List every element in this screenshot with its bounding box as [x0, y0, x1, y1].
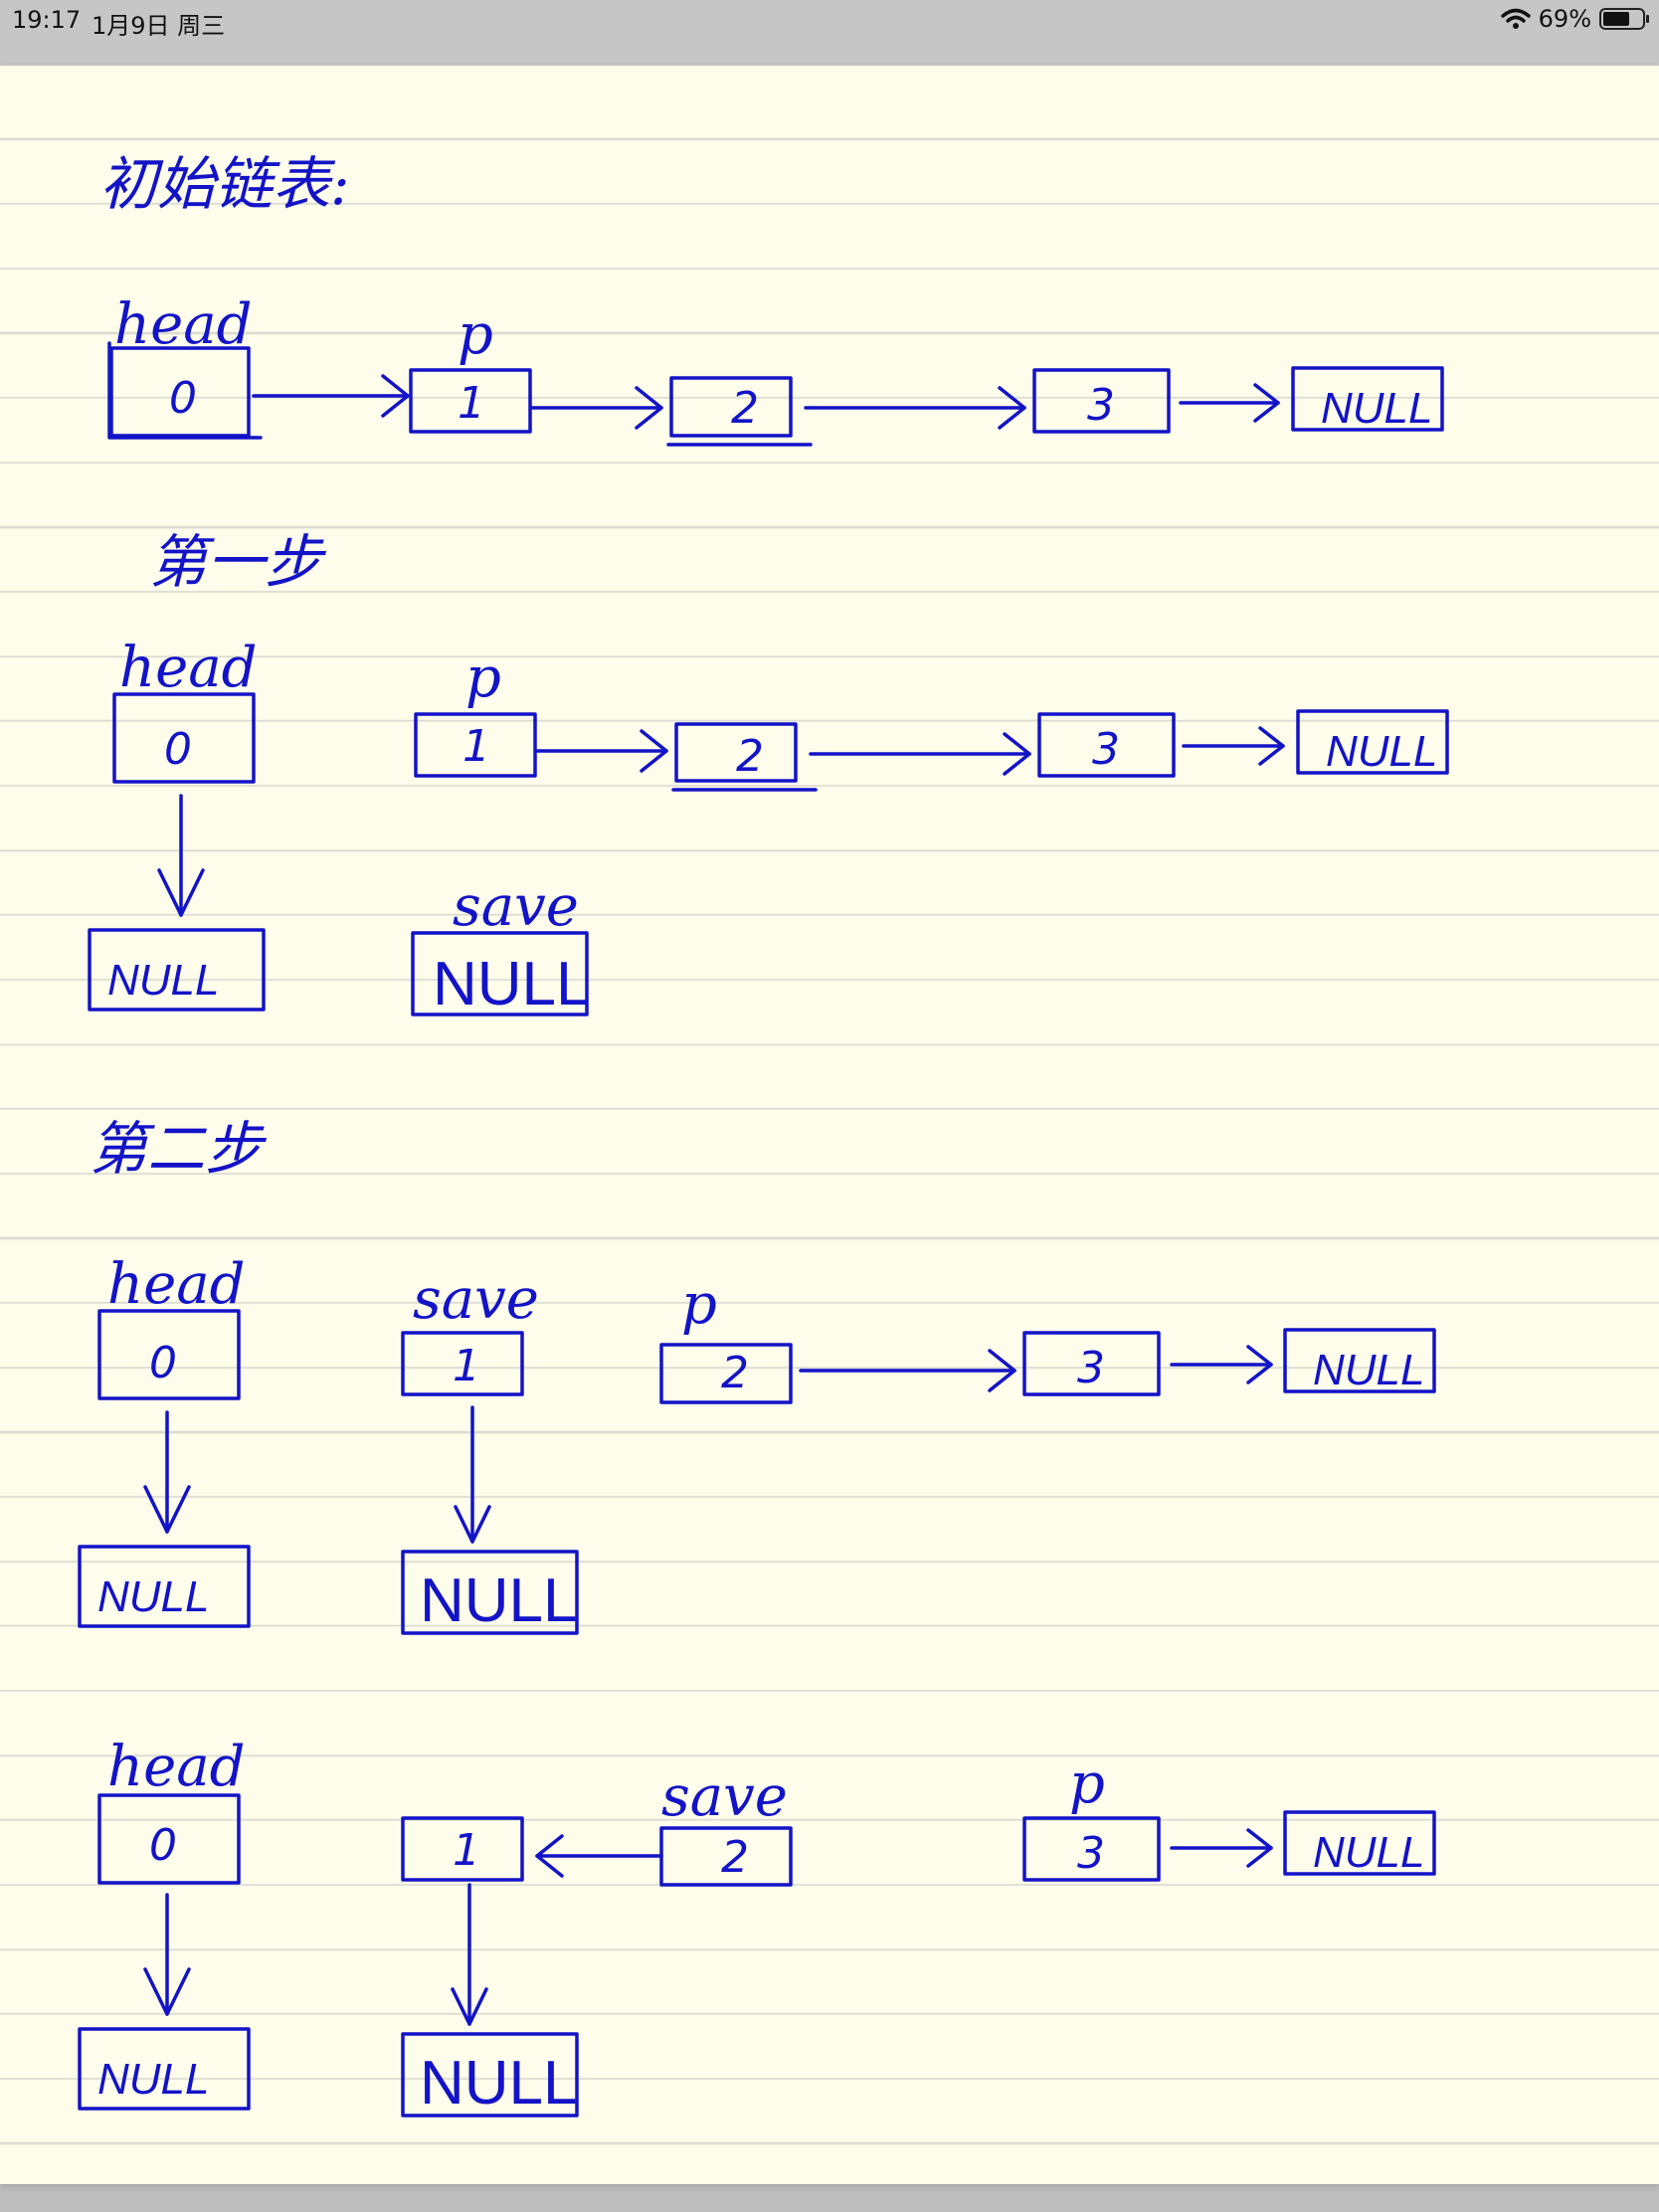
node-0-box	[107, 341, 263, 440]
arrow-head	[635, 386, 663, 430]
node-3-value: 3	[1087, 380, 1115, 431]
p-label: p	[681, 1272, 717, 1337]
arrow-head	[1258, 726, 1285, 766]
arrow-head	[1246, 1828, 1273, 1868]
node-2-value: 2	[721, 1832, 749, 1883]
save-label: save	[661, 1764, 788, 1829]
head-label: head	[114, 292, 252, 357]
null-box	[1291, 366, 1444, 432]
status-right: 69%	[1500, 4, 1649, 34]
null-text: NULL	[97, 1572, 210, 1621]
arrow-head	[451, 1987, 488, 2026]
node-2-value: 2	[736, 731, 764, 782]
node-3-value: 3	[1077, 1828, 1105, 1879]
battery-percent: 69%	[1538, 5, 1591, 33]
null-box	[401, 2032, 579, 2118]
node-3-value: 3	[1077, 1343, 1105, 1393]
node-1-value: 1	[458, 378, 485, 429]
node-1-box	[401, 1331, 524, 1396]
save-null-box	[411, 931, 589, 1016]
null-text: NULL	[420, 1567, 578, 1635]
battery-level	[1603, 12, 1630, 26]
arrow-head	[454, 1505, 491, 1544]
p-label: p	[465, 645, 501, 710]
node-2-value: 2	[731, 383, 759, 434]
battery-icon	[1599, 8, 1649, 30]
arrow-head	[1253, 383, 1280, 423]
null-text: NULL	[1326, 727, 1438, 776]
wifi-icon	[1500, 8, 1531, 29]
save-label: save	[413, 1267, 539, 1332]
null-text: NULL	[1313, 1346, 1425, 1394]
node-0-value: 0	[169, 373, 197, 424]
arrow-head	[998, 386, 1026, 430]
null-text: NULL	[433, 950, 591, 1018]
node-2-box	[669, 376, 793, 438]
arrow-head	[143, 1967, 191, 2016]
node-0-value: 0	[149, 1820, 177, 1871]
node-1-box	[409, 368, 532, 434]
null-box	[88, 928, 266, 1012]
null-box	[1283, 1328, 1436, 1393]
p-label: p	[1069, 1751, 1105, 1816]
arrow-head	[143, 1485, 191, 1534]
node-0-box	[97, 1309, 241, 1400]
arrow-head	[988, 1349, 1016, 1392]
null-text: NULL	[107, 956, 220, 1005]
node-3-box	[1037, 712, 1176, 778]
null-text: NULL	[420, 2049, 578, 2118]
arrow-head	[535, 1834, 564, 1878]
null-box	[1296, 709, 1449, 775]
node-1-value: 1	[453, 1825, 480, 1876]
node-2-box	[659, 1826, 793, 1887]
node-1-box	[414, 712, 537, 778]
arrow-head	[381, 374, 410, 418]
node-0-box	[97, 1793, 241, 1885]
arrow-head	[1003, 732, 1031, 776]
null-text: NULL	[97, 2055, 210, 2104]
arrow-head	[1246, 1345, 1273, 1384]
step-2-label: 第二步	[90, 1115, 268, 1183]
note-page: 初始链表: head 0 p 1 2 3 NULL 第	[0, 66, 1659, 2184]
arrow-head	[157, 868, 205, 917]
null-box	[401, 1550, 579, 1635]
null-text: NULL	[1321, 384, 1433, 433]
node-3-value: 3	[1092, 724, 1120, 775]
node-1-value: 1	[453, 1341, 480, 1391]
status-bar: 19:17 1月9日 周三 69%	[0, 0, 1659, 66]
p-label: p	[458, 302, 493, 367]
null-box	[78, 1545, 251, 1628]
handwritten-diagram: 初始链表: head 0 p 1 2 3 NULL 第	[78, 150, 1449, 2118]
node-0-box	[112, 692, 256, 784]
node-1-value: 1	[462, 721, 490, 772]
title-text: 初始链表:	[99, 150, 350, 218]
null-box	[78, 2027, 251, 2111]
null-box	[1283, 1810, 1436, 1876]
step-1-label: 第一步	[149, 528, 327, 596]
node-2-value: 2	[721, 1348, 749, 1398]
node-0-value: 0	[164, 724, 192, 775]
node-3-box	[1032, 368, 1171, 434]
node-0-outline	[109, 346, 251, 438]
node-1-box	[401, 1816, 524, 1882]
null-text: NULL	[1313, 1828, 1425, 1877]
node-3-box	[1022, 1816, 1161, 1882]
status-time: 19:17	[12, 6, 82, 34]
save-label: save	[453, 874, 579, 939]
node-2-box	[674, 722, 798, 783]
head-label: head	[119, 636, 257, 700]
status-date: 1月9日 周三	[92, 12, 226, 40]
node-3-box	[1022, 1331, 1161, 1396]
head-label: head	[107, 1735, 245, 1799]
node-2-box	[659, 1343, 793, 1404]
head-label: head	[107, 1252, 245, 1317]
arrow-head	[640, 729, 668, 773]
node-0-value: 0	[149, 1338, 177, 1388]
